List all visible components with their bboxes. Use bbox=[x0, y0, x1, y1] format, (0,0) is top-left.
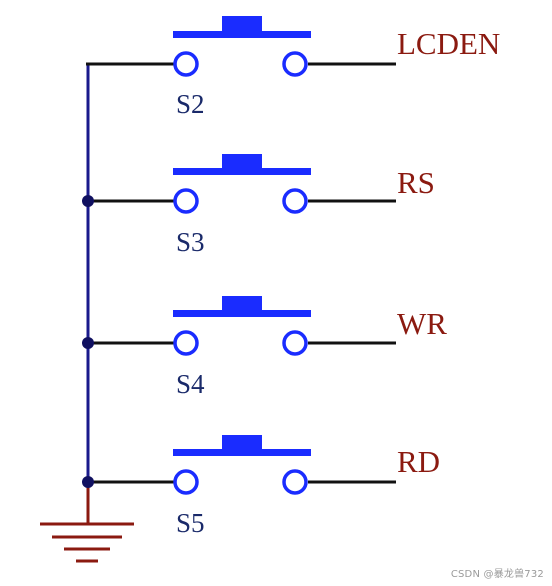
net-label-wr: WR bbox=[397, 306, 447, 341]
switch-s4: S4 WR bbox=[82, 296, 447, 399]
switch-contact-left-icon bbox=[173, 188, 199, 214]
switch-button-cap bbox=[222, 296, 262, 312]
switch-contact-left-icon bbox=[173, 51, 199, 77]
switch-ref-label: S5 bbox=[176, 508, 205, 538]
net-label-rd: RD bbox=[397, 444, 440, 479]
junction-dot-icon bbox=[82, 337, 94, 349]
junction-dot-icon bbox=[82, 476, 94, 488]
switch-ref-label: S3 bbox=[176, 227, 205, 257]
net-label-lcden: LCDEN bbox=[397, 26, 500, 61]
switch-ref-label: S4 bbox=[176, 369, 205, 399]
junction-dot-icon bbox=[82, 195, 94, 207]
switch-ref-label: S2 bbox=[176, 89, 205, 119]
watermark-text: CSDN @暴龙兽732 bbox=[450, 569, 544, 580]
switch-contact-left-icon bbox=[173, 469, 199, 495]
switch-contact-right-icon bbox=[282, 188, 308, 214]
switch-actuator-bar bbox=[173, 449, 311, 456]
switch-button-cap bbox=[222, 154, 262, 170]
net-label-rs: RS bbox=[397, 165, 435, 200]
switch-actuator-bar bbox=[173, 310, 311, 317]
switch-contact-right-icon bbox=[282, 469, 308, 495]
ground-symbol-icon bbox=[40, 522, 134, 563]
switch-contact-right-icon bbox=[282, 51, 308, 77]
switch-contact-left-icon bbox=[173, 330, 199, 356]
switch-button-cap bbox=[222, 435, 262, 451]
switch-s2: S2 LCDEN bbox=[86, 16, 500, 119]
switch-button-cap bbox=[222, 16, 262, 32]
switch-s3: S3 RS bbox=[82, 154, 435, 257]
switch-contact-right-icon bbox=[282, 330, 308, 356]
switch-actuator-bar bbox=[173, 31, 311, 38]
switch-s5: S5 RD bbox=[82, 435, 440, 538]
switch-actuator-bar bbox=[173, 168, 311, 175]
